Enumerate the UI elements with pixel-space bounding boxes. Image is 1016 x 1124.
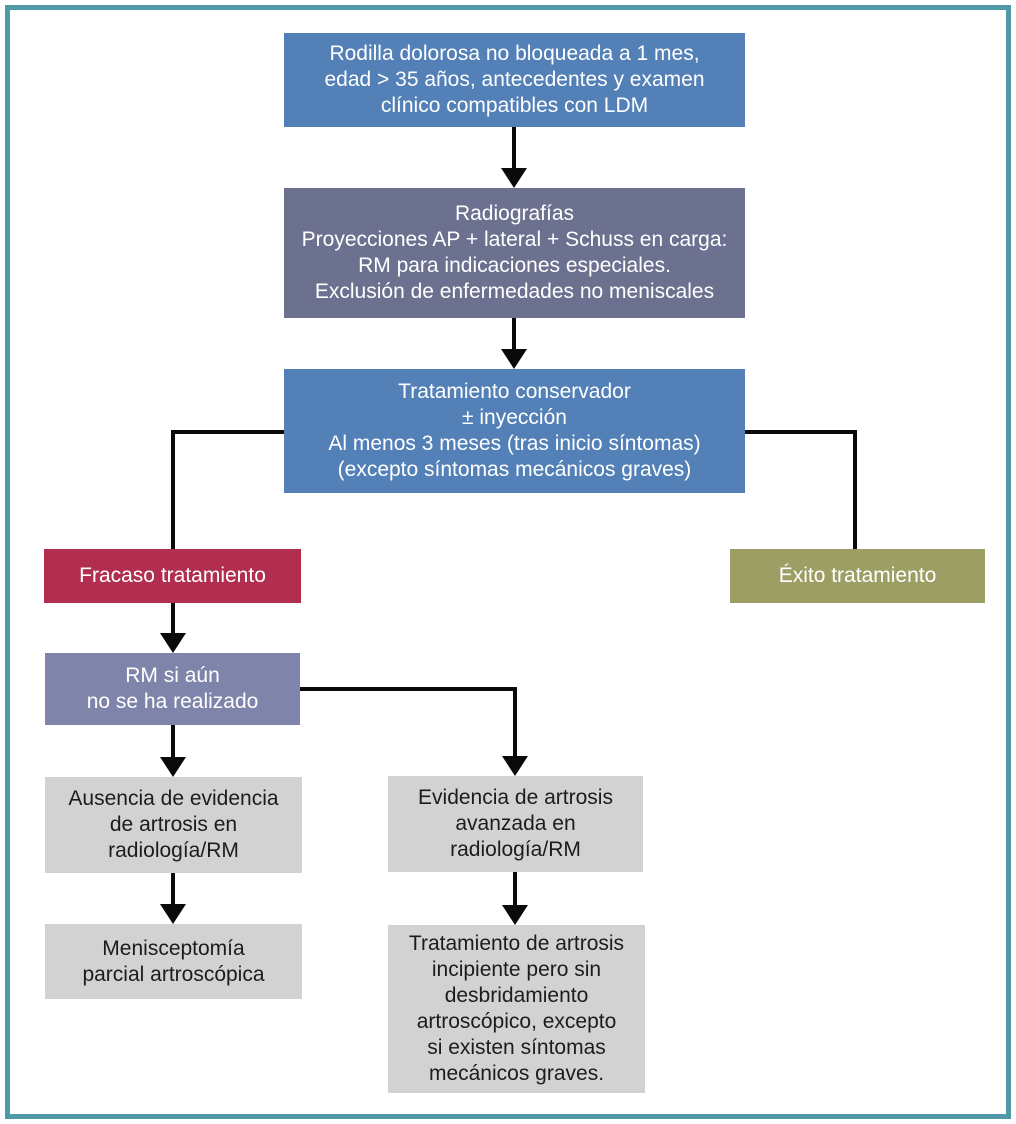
node-ausencia-artrosis-label: Ausencia de evidencia de artrosis en rad… [68, 787, 279, 862]
node-menisceptomia: Menisceptomía parcial artroscópica [45, 924, 302, 999]
connector-rm-evidencia-horizontal [300, 687, 517, 691]
node-exito-tratamiento: Éxito tratamiento [730, 549, 985, 603]
arrowhead-tratamiento [501, 349, 527, 369]
node-rm-pendiente: RM si aún no se ha realizado [45, 653, 300, 725]
node-rodilla-dolorosa-label: Rodilla dolorosa no bloqueada a 1 mes, e… [324, 42, 705, 117]
node-tratamiento-conservador: Tratamiento conservador ± inyección Al m… [284, 369, 745, 493]
node-ausencia-artrosis: Ausencia de evidencia de artrosis en rad… [45, 777, 302, 873]
node-menisceptomia-label: Menisceptomía parcial artroscópica [82, 936, 265, 986]
node-fracaso-tratamiento: Fracaso tratamiento [44, 549, 301, 603]
arrowhead-ausencia [160, 757, 186, 777]
connector-tratamiento-fracaso-vertical [171, 430, 175, 635]
node-radiografias-label: Radiografías Proyecciones AP + lateral +… [301, 202, 728, 303]
node-evidencia-artrosis: Evidencia de artrosis avanzada en radiol… [388, 776, 643, 872]
node-tratamiento-artrosis: Tratamiento de artrosis incipiente pero … [388, 925, 645, 1093]
node-rm-pendiente-label: RM si aún no se ha realizado [86, 664, 259, 713]
node-radiografias: Radiografías Proyecciones AP + lateral +… [284, 188, 745, 318]
arrowhead-menisceptomia [160, 904, 186, 924]
node-evidencia-artrosis-label: Evidencia de artrosis avanzada en radiol… [418, 786, 613, 861]
connector-radiografias-tratamiento [512, 318, 516, 352]
arrowhead-artrosis [502, 905, 528, 925]
connector-rm-ausencia [171, 725, 175, 759]
arrowhead-evidencia [502, 756, 528, 776]
connector-tratamiento-exito-horizontal [745, 430, 857, 434]
node-fracaso-tratamiento-label: Fracaso tratamiento [79, 564, 266, 587]
connector-tratamiento-exito-vertical [853, 430, 857, 550]
connector-rodilla-radiografias [512, 127, 516, 173]
connector-tratamiento-fracaso-horizontal [171, 430, 286, 434]
connector-ausencia-menisceptomia [171, 873, 175, 906]
connector-evidencia-artrosis [513, 872, 517, 907]
connector-rm-evidencia-vertical [513, 687, 517, 758]
node-exito-tratamiento-label: Éxito tratamiento [778, 564, 937, 587]
arrowhead-rm [160, 633, 186, 653]
arrowhead-radiografias [501, 168, 527, 188]
node-tratamiento-conservador-label: Tratamiento conservador ± inyección Al m… [328, 380, 701, 481]
node-tratamiento-artrosis-label: Tratamiento de artrosis incipiente pero … [408, 932, 625, 1085]
node-rodilla-dolorosa: Rodilla dolorosa no bloqueada a 1 mes, e… [284, 33, 745, 127]
